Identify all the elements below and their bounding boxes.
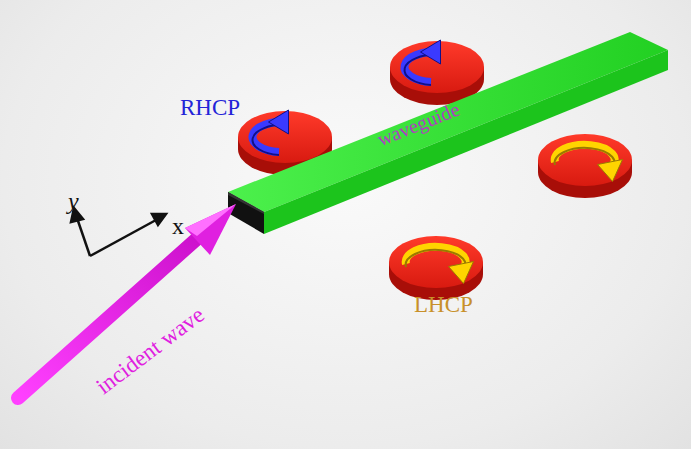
pillar-disk [389, 236, 483, 300]
pillar-disk [390, 40, 484, 105]
incident-arrow [18, 204, 236, 398]
axis-label: x [172, 214, 184, 238]
pillar-disk [538, 134, 632, 198]
rhcp-label: RHCP [180, 96, 240, 119]
axis-label: y [68, 189, 79, 213]
lhcp-label: LHCP [414, 293, 473, 316]
axes [71, 208, 166, 256]
waveguide-box [228, 32, 668, 234]
